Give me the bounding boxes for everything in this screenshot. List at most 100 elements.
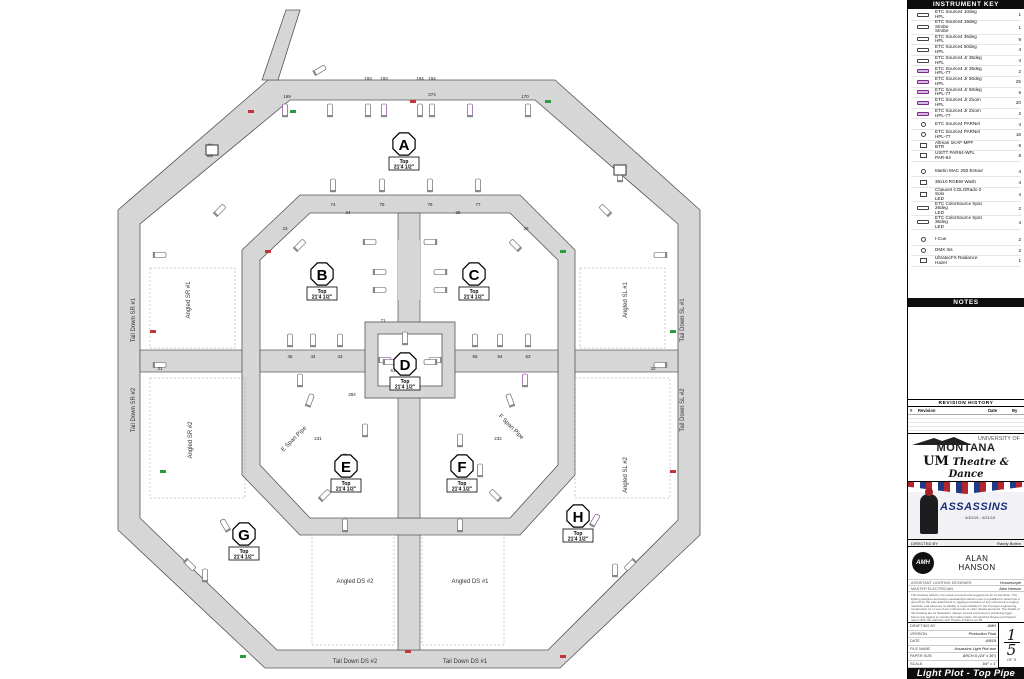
key-quantity: 6: [1018, 89, 1021, 95]
logo-montana: MONTANA: [936, 442, 996, 454]
logo-theatre-dance: UM Theatre & Dance: [908, 454, 1024, 480]
show-title: ASSASSINS: [940, 501, 1009, 513]
hazer-icon: [205, 144, 219, 156]
key-label-line: DMX Iris: [935, 247, 953, 252]
fixture-icon: [381, 103, 387, 118]
fixture-icon: [287, 333, 293, 348]
sheet-of-label: OF 5: [1007, 657, 1016, 662]
fixture-icon: [212, 204, 226, 218]
key-label-line: HPL: [935, 48, 944, 54]
position-marker-icon: [334, 454, 358, 478]
ellipsoidal-icon: [917, 25, 929, 30]
position-trim-label: Top: [318, 289, 327, 295]
key-label: ETC Source4 PARNel: [935, 121, 1010, 127]
key-label-line: UltratecFX Radiance: [935, 255, 978, 261]
fixture-icon: [423, 239, 438, 245]
position-marker-icon: [462, 262, 486, 286]
key-label-line: Strobe: [935, 28, 949, 34]
key-label-line: BTR: [935, 144, 945, 150]
fixture-icon: [433, 269, 448, 275]
position-letter: G: [238, 527, 250, 544]
fixture-icon: [505, 393, 516, 408]
key-symbol: [911, 237, 935, 243]
key-symbol: [911, 79, 935, 84]
position-marker-icon: [393, 352, 417, 376]
pipe-label-tail-ds2: Tail Down DS #2: [333, 659, 378, 665]
circuit-marker-icon: [405, 650, 411, 653]
icue-icon: [920, 237, 926, 243]
unit-number: 53: [525, 354, 531, 359]
key-symbol: [911, 121, 935, 127]
key-symbol: [911, 90, 935, 95]
key-symbol: [911, 58, 935, 63]
key-label-line: HPL: [935, 13, 944, 19]
iris-icon: [920, 247, 926, 253]
position-label-box: [306, 286, 338, 301]
circuit-marker-icon: [160, 470, 166, 473]
title-field-value: 3/4" = 1': [982, 661, 996, 666]
key-label-line: Altman 1KAF-MPF: [935, 139, 974, 145]
sheet-number: 1 5 OF 5: [998, 623, 1024, 667]
key-symbol: [911, 100, 935, 105]
revision-col-by: By: [1012, 408, 1018, 413]
fixture-icon: [653, 252, 668, 258]
fixture-icon: [477, 463, 483, 478]
position-letter: H: [573, 509, 584, 526]
key-symbol: [911, 132, 935, 138]
fixture-icon: [382, 359, 397, 365]
pipe-label-tail-sr1: Tail Down SR #1: [131, 297, 137, 342]
unit-number: 55: [472, 354, 478, 359]
fixture-icon: [417, 103, 423, 118]
fresnel-icon: [919, 142, 927, 148]
position-label-box: [330, 478, 362, 493]
title-field-value: 4/8/19: [985, 639, 996, 643]
key-label-line: LED: [935, 209, 944, 215]
key-quantity: 1: [1018, 12, 1021, 18]
unit-number: 31: [157, 366, 163, 371]
key-symbol: [911, 47, 935, 52]
position-marker-icon: [310, 262, 334, 286]
key-label-line: LED: [935, 195, 944, 201]
key-label-line: ETC Source4 10deg: [935, 9, 977, 15]
key-label-line: Martin MAC 250 Entour: [935, 168, 983, 174]
fixture-icon: [497, 333, 503, 348]
fixture-icon: [624, 557, 638, 571]
key-label-line: Chauvet COLORado 2: [935, 186, 982, 192]
key-label-line: HPL-77: [935, 70, 951, 76]
key-symbol: [911, 25, 935, 30]
key-label-line: ETC Source4 Jr Zoom: [935, 107, 981, 113]
fixture-icon: [337, 333, 343, 348]
unit-number: 193: [364, 76, 372, 81]
key-label-line: ETC Source4 Jr Zoom: [935, 97, 981, 103]
fixture-icon: [612, 563, 618, 578]
title-field-label: DATE: [910, 639, 920, 643]
show-art: ASSASSINS 4/10/19 - 4/21/19: [908, 481, 1024, 539]
designer-name-last: HANSON: [958, 563, 996, 572]
role-person: Housescope: [999, 581, 1021, 585]
designer-block: AMH ALAN HANSON: [908, 546, 1024, 579]
key-quantity: 4: [1018, 219, 1021, 225]
key-label-line: HPL: [935, 59, 944, 65]
position-trim-height: 21'4 1/2": [312, 295, 333, 301]
fixture-icon: [372, 287, 387, 293]
key-quantity: 1: [1018, 24, 1021, 30]
position-trim-height: 21'4 1/2": [464, 295, 485, 301]
